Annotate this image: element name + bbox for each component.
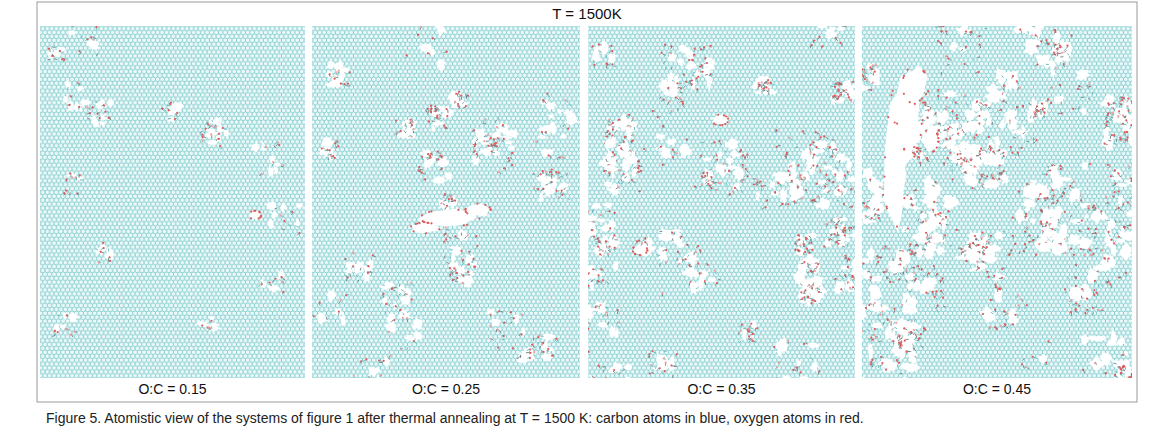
figure-frame: [37, 2, 1137, 402]
figure-title: T = 1500K: [552, 5, 621, 22]
panel-label: O:C = 0.45: [963, 381, 1031, 397]
graphene-panel: [40, 26, 305, 378]
figure-caption: Figure 5. Atomistic view of the systems …: [46, 410, 864, 426]
panel-label: O:C = 0.35: [687, 381, 755, 397]
panel-label: O:C = 0.15: [138, 381, 206, 397]
graphene-panel: [588, 26, 855, 378]
graphene-panel: [862, 26, 1132, 378]
graphene-panel: [312, 26, 580, 378]
panel-label: O:C = 0.25: [412, 381, 480, 397]
